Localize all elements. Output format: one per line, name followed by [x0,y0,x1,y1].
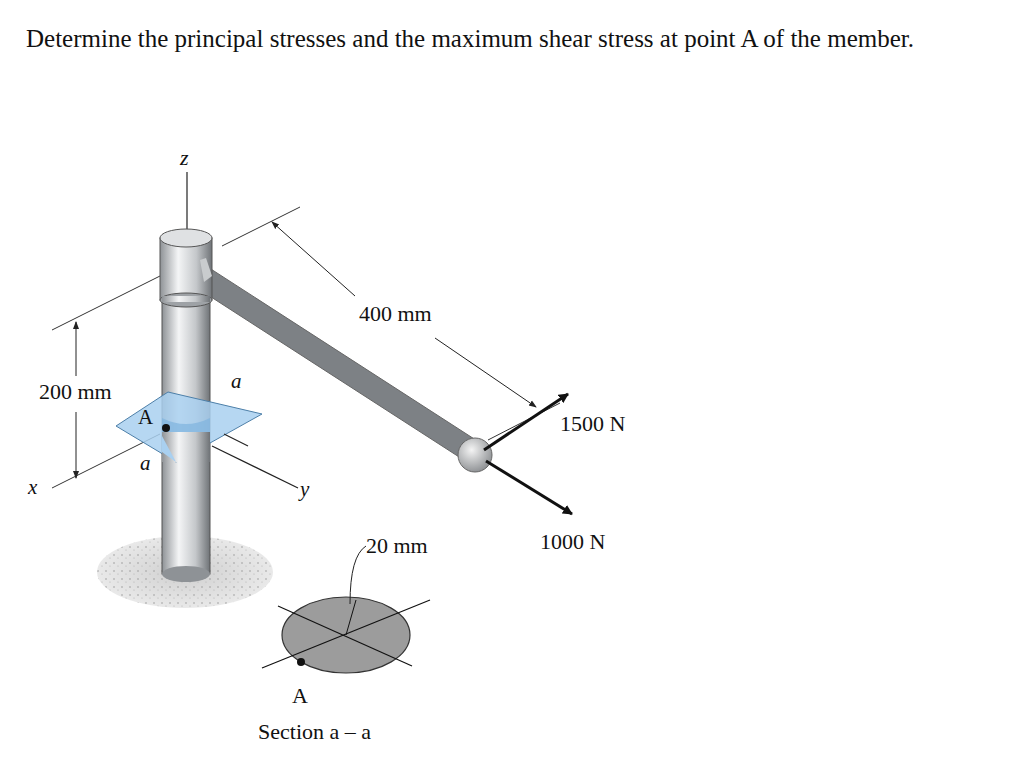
section-plane [162,436,176,462]
force-arrow [486,461,572,514]
cross-section [282,597,410,673]
dimension-line [272,222,355,296]
point-a [297,658,305,666]
arm [194,262,482,464]
leader-line [350,546,366,604]
label: 400 mm [356,302,435,326]
section-plane [116,392,262,462]
post-base [162,566,210,582]
label: 20 mm [366,534,428,558]
dimension-line [76,412,77,478]
label: z [180,146,189,170]
force-arrow [484,394,568,450]
post [162,296,210,574]
label: Section a – a [258,720,371,744]
section-axis [278,606,412,666]
cap-top [160,229,212,247]
post [162,432,210,462]
extension-line [52,276,160,330]
dimension-line [435,338,536,407]
label: A [292,684,308,708]
arm-joint [200,258,212,282]
label: 200 mm [36,380,115,404]
post [162,296,210,302]
label: a [140,452,151,475]
extension-line [222,207,300,246]
problem-statement: Determine the principal stresses and the… [26,14,1016,64]
point-a [162,424,170,432]
cap-bottom [160,293,212,307]
y-axis [212,446,298,488]
label: A [138,406,153,429]
dimension-line [76,322,77,376]
label: 1500 N [560,412,625,436]
extension-line [488,403,560,440]
section-axis [262,600,430,668]
y-axis [224,434,248,446]
label: 1000 N [540,530,605,554]
ball-end [458,438,492,472]
radius-line [346,600,356,635]
label: a [231,370,242,393]
label: y [300,478,309,501]
label: x [28,476,37,499]
